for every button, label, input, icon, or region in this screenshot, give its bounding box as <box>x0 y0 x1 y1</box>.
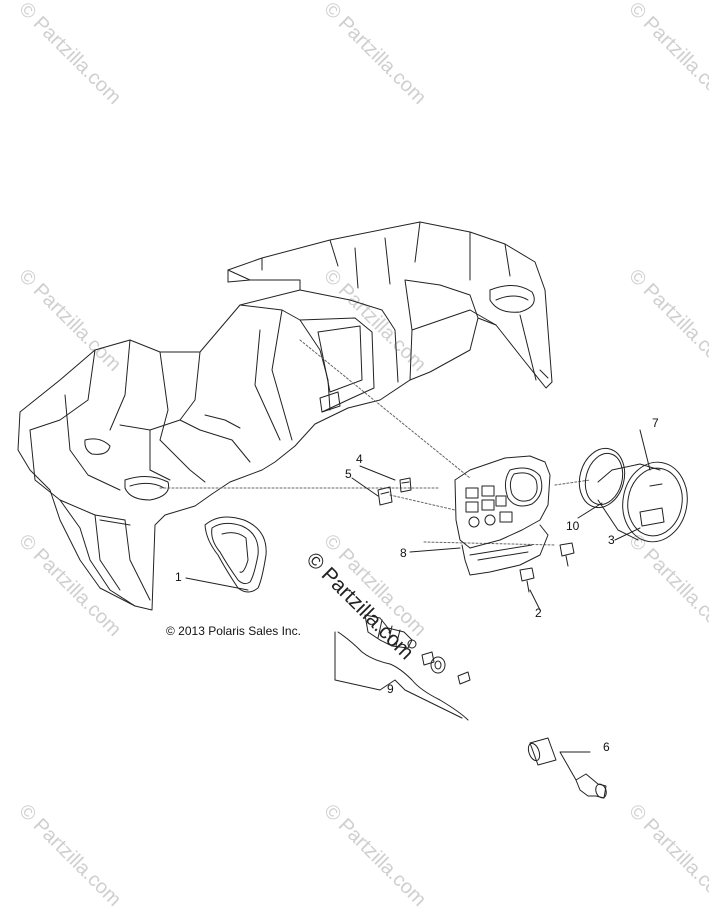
callout-6: 6 <box>603 740 610 754</box>
socket-bulb <box>527 737 607 799</box>
bezel-part <box>204 516 267 593</box>
clip-part-4 <box>399 477 412 493</box>
callout-4: 4 <box>356 452 363 466</box>
callout-5: 5 <box>345 467 352 481</box>
gauge-bezel <box>578 447 626 509</box>
callout-10: 10 <box>566 519 580 533</box>
clip-part-5 <box>377 486 393 506</box>
callout-1: 1 <box>175 570 182 584</box>
callout-7: 7 <box>652 416 659 430</box>
callout-2: 2 <box>535 606 542 620</box>
callout-8: 8 <box>400 546 407 560</box>
dashboard-body <box>17 221 553 611</box>
callout-9: 9 <box>387 682 394 696</box>
wire-harness <box>337 614 471 721</box>
gauge <box>597 461 688 543</box>
callout-3: 3 <box>608 533 615 547</box>
screw-parts <box>519 542 575 593</box>
copyright-notice: © 2013 Polaris Sales Inc. <box>166 624 301 638</box>
instrument-panel <box>454 455 551 576</box>
